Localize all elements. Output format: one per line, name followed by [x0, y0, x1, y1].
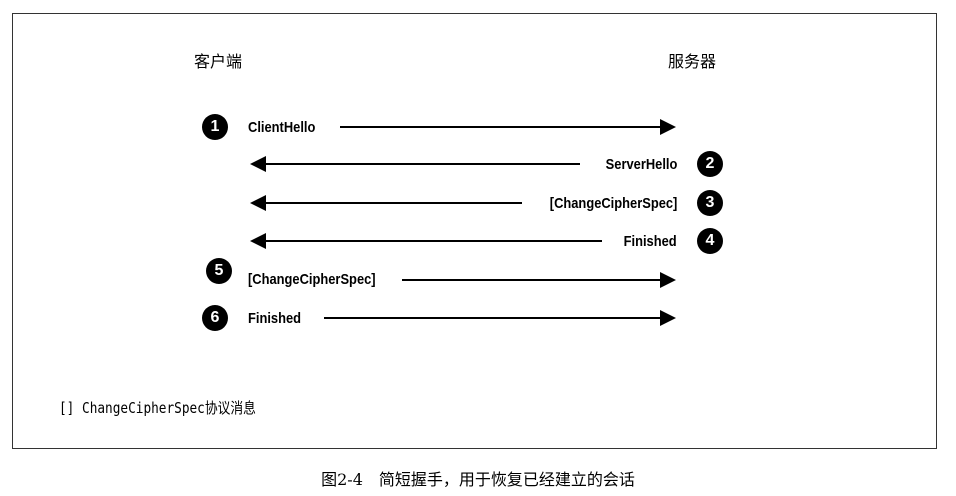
step-2-badge: 2	[697, 151, 723, 177]
step-6-label: Finished	[248, 310, 302, 327]
step-1-badge: 1	[202, 114, 228, 140]
figure-caption: 图2-4 简短握手，用于恢复已经建立的会话	[321, 470, 635, 489]
step-2-label: ServerHello	[605, 156, 677, 173]
step-3-arrow	[250, 195, 522, 211]
step-4-arrow	[250, 233, 602, 249]
step-1-label: ClientHello	[248, 119, 316, 136]
step-5-arrow	[402, 272, 676, 288]
step-6-badge: 6	[202, 305, 228, 331]
step-1-arrow	[340, 119, 676, 135]
step-4-badge: 4	[697, 228, 723, 254]
step-6-arrow	[324, 310, 676, 326]
step-3-badge: 3	[697, 190, 723, 216]
step-4-label: Finished	[623, 233, 677, 250]
client-label: 客户端	[194, 52, 243, 71]
diagram-frame	[12, 13, 937, 449]
step-3-label: [ChangeCipherSpec]	[549, 195, 677, 212]
legend-note: [] ChangeCipherSpec协议消息	[59, 399, 256, 417]
step-2-arrow	[250, 156, 580, 172]
server-label: 服务器	[668, 52, 717, 71]
step-5-label: [ChangeCipherSpec]	[248, 271, 376, 288]
step-5-badge: 5	[206, 258, 232, 284]
